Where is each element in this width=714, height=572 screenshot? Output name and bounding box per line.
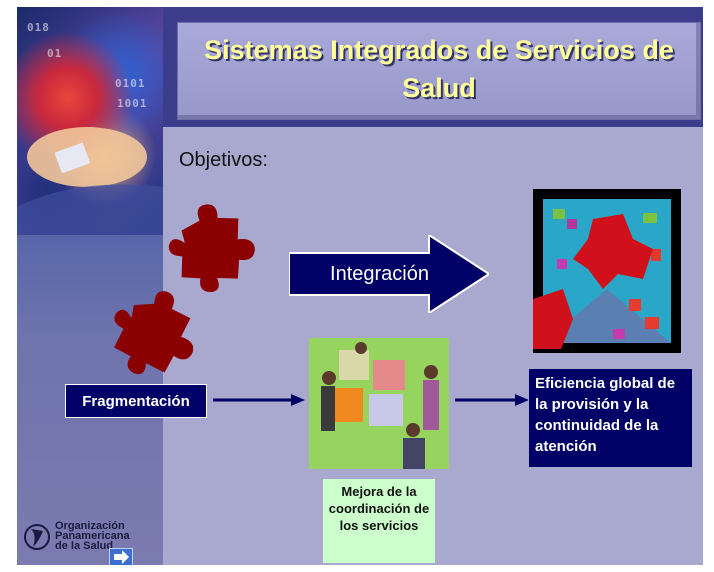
org-name: Organización Panamericana de la Salud — [55, 520, 130, 552]
arrow-right-icon — [213, 394, 305, 406]
fragmentation-box: Fragmentación — [65, 384, 207, 418]
puzzle-piece-red-icon — [168, 204, 255, 292]
photo-digits: 0101 — [115, 77, 146, 90]
slide: 018 0101 1001 01 Sistemas Integrados de … — [17, 7, 703, 565]
completed-puzzle-image — [533, 189, 681, 353]
photo-digits: 018 — [27, 21, 50, 34]
integration-label: Integración — [330, 263, 429, 285]
slide-title: Sistemas Integrados de Servicios de Salu… — [204, 35, 674, 103]
photo-digits: 1001 — [117, 97, 148, 110]
globe-hand-photo: 018 0101 1001 01 — [17, 7, 163, 235]
people-puzzle-clipart — [309, 338, 449, 469]
objectives-label: Objetivos: — [179, 149, 268, 171]
coordination-box: Mejora de la coordinación de los servici… — [323, 479, 435, 563]
photo-digits: 01 — [47, 47, 63, 60]
arrow-right-icon — [114, 550, 129, 564]
efficiency-box: Eficiencia global de la provisión y la c… — [529, 369, 692, 467]
ops-logo — [24, 524, 50, 550]
integration-arrow-icon — [289, 235, 489, 313]
arrow-right-icon — [455, 394, 529, 406]
hand-graphic — [17, 127, 163, 235]
puzzle-piece-red-icon — [114, 291, 194, 375]
next-slide-button[interactable] — [109, 548, 133, 565]
title-box: Sistemas Integrados de Servicios de Salu… — [177, 22, 701, 120]
